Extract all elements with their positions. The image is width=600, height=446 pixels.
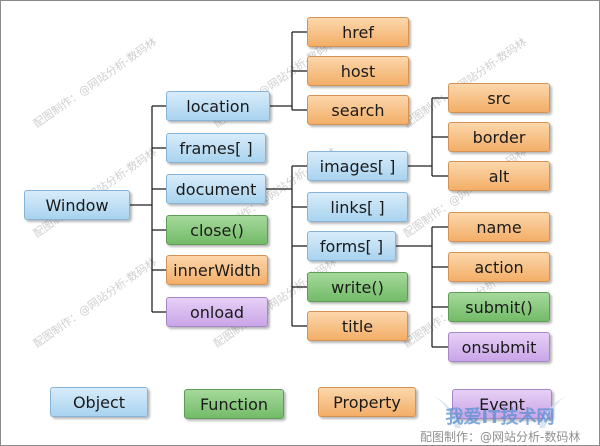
footer-watermark: 配图制作：@网站分析-数码林 (420, 430, 581, 444)
node-alt: alt (448, 161, 550, 191)
node-images: images[ ] (307, 151, 408, 181)
node-title: title (307, 311, 408, 341)
legend-function: Function (184, 389, 284, 419)
node-document: document (166, 174, 266, 204)
node-write: write() (307, 272, 408, 302)
node-border: border (448, 122, 550, 152)
node-href: href (307, 17, 409, 47)
legend-event: Event (452, 389, 552, 419)
node-frames: frames[ ] (166, 133, 266, 163)
node-search: search (307, 95, 409, 125)
node-submit: submit() (448, 292, 550, 322)
node-onload: onload (166, 297, 268, 327)
node-onsubmit: onsubmit (448, 332, 550, 362)
node-host: host (307, 56, 409, 86)
node-close: close() (166, 215, 268, 245)
node-links: links[ ] (307, 192, 408, 222)
node-src: src (448, 83, 550, 113)
node-location: location (166, 91, 270, 121)
node-window: Window (24, 190, 130, 220)
node-forms: forms[ ] (307, 231, 396, 261)
legend-property: Property (318, 387, 416, 417)
node-name: name (448, 212, 550, 242)
node-action: action (448, 252, 550, 282)
legend-object: Object (50, 387, 148, 417)
node-innerwidth: innerWidth (166, 255, 268, 285)
